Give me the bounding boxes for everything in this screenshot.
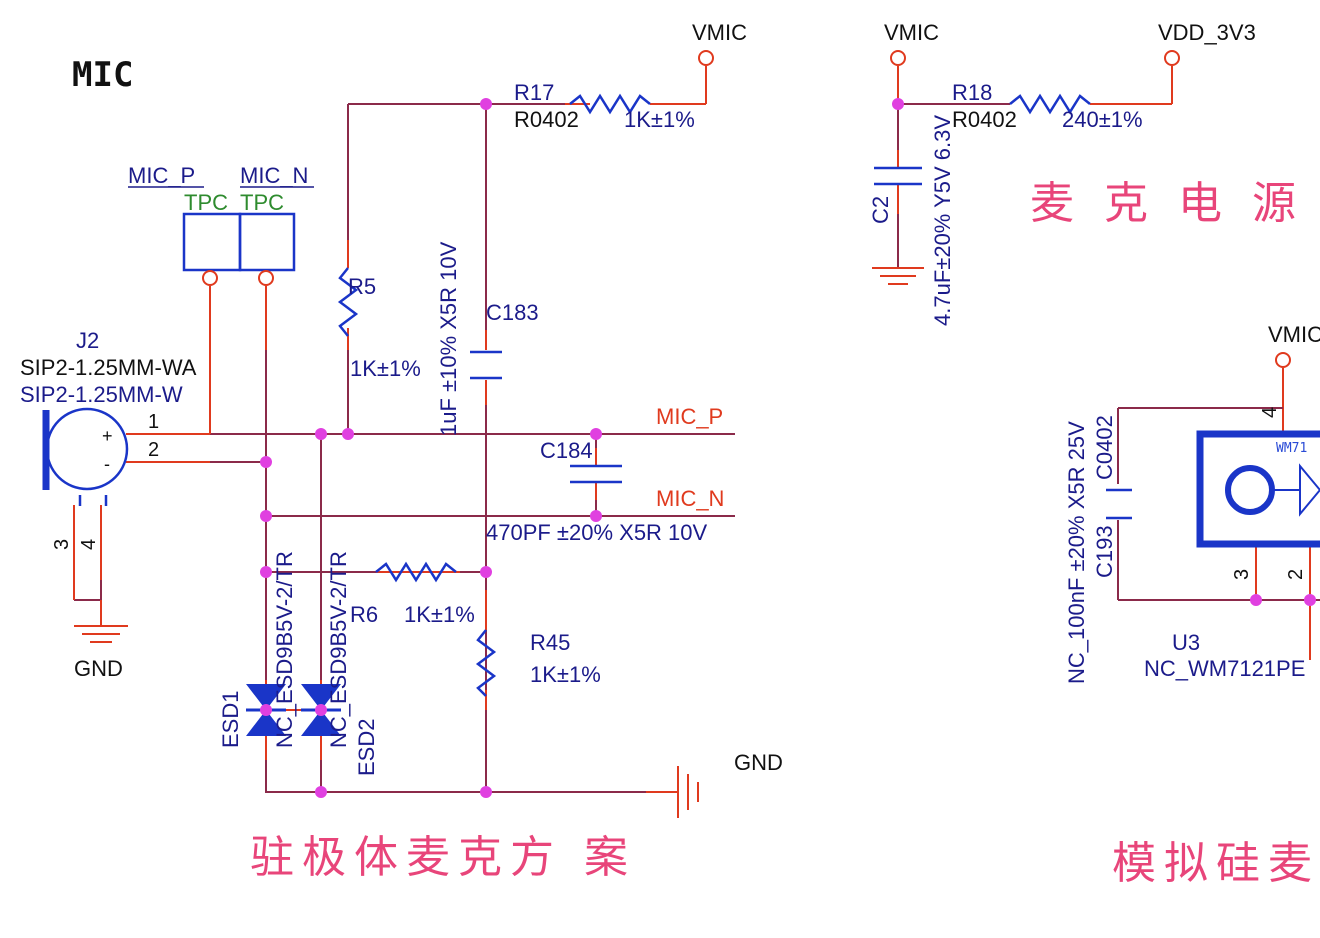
- net-label-mic-p: MIC_P: [656, 404, 723, 429]
- u3-chip-text: WM71: [1276, 441, 1307, 456]
- r18-resistor[interactable]: R18 R0402 240±1%: [952, 80, 1143, 132]
- j2-minus: -: [104, 454, 110, 474]
- caption-mic-power: 麦 克 电 源: [1030, 178, 1304, 229]
- j2-pin-1: 1: [148, 411, 159, 433]
- esd1-diode[interactable]: ESD1 NC_ESD9B5V-2/TR: [218, 551, 297, 748]
- j2-footprint-b: SIP2-1.25MM-W: [20, 382, 183, 407]
- r5-value: 1K±1%: [350, 356, 421, 381]
- gnd-symbol-c2: [872, 267, 924, 285]
- r5-resistor[interactable]: R5 1K±1%: [337, 267, 421, 381]
- r45-value: 1K±1%: [530, 662, 601, 687]
- pin-stubs-electret: [73, 66, 707, 793]
- esd1-part: NC_ESD9B5V-2/TR: [272, 551, 297, 748]
- esd2-part: NC_ESD9B5V-2/TR: [326, 551, 351, 748]
- test-point-mic-n[interactable]: MIC_N TPC: [238, 163, 314, 286]
- u3-pin-3: 3: [1231, 569, 1253, 580]
- test-point-type: TPC: [184, 190, 228, 215]
- c2-value: 4.7uF±20% Y5V 6.3V: [930, 115, 955, 326]
- caption-electret: 驻极体麦克方 案: [250, 832, 636, 883]
- caption-analog: 模拟硅麦: [1112, 838, 1320, 889]
- c183-value: 1uF ±10% X5R 10V: [436, 241, 461, 436]
- test-point-net-label: MIC_P: [128, 163, 195, 188]
- r6-resistor[interactable]: R6 1K±1%: [350, 561, 475, 627]
- u3-part: NC_WM7121PE: [1144, 656, 1305, 681]
- c183-capacitor[interactable]: C183 1uF ±10% X5R 10V: [436, 241, 539, 436]
- r45-ref: R45: [530, 630, 570, 655]
- mic-power-wires: [892, 66, 1173, 268]
- vdd-label: VDD_3V3: [1158, 20, 1256, 45]
- section-title: MIC: [72, 55, 133, 95]
- r18-value: 240±1%: [1062, 107, 1143, 132]
- analog-mic-wires: [1117, 368, 1320, 660]
- vmic-port-analog: VMIC: [1268, 322, 1320, 368]
- esd2-ref: ESD2: [354, 719, 379, 776]
- u3-pin-4: 4: [1259, 407, 1281, 418]
- r5-ref: R5: [348, 274, 376, 299]
- c184-ref: C184: [540, 438, 593, 463]
- j2-footprint-a: SIP2-1.25MM-WA: [20, 355, 197, 380]
- wires-electret: [74, 103, 735, 793]
- c193-package: C0402: [1092, 415, 1117, 480]
- vmic-label: VMIC: [1268, 322, 1320, 347]
- vmic-port-r17: VMIC: [692, 20, 747, 66]
- r17-value: 1K±1%: [624, 107, 695, 132]
- r17-ref: R17: [514, 80, 554, 105]
- j2-pin-3: 3: [51, 539, 73, 550]
- test-point-net-label: MIC_N: [240, 163, 308, 188]
- junction-dots-electret: [260, 98, 602, 798]
- net-label-mic-n: MIC_N: [656, 486, 724, 511]
- vmic-port-power: VMIC: [884, 20, 939, 66]
- gnd-symbol-main: GND: [677, 750, 783, 818]
- r17-resistor[interactable]: R17 R0402 1K±1%: [514, 80, 695, 132]
- c2-capacitor[interactable]: C2 4.7uF±20% Y5V 6.3V: [868, 115, 955, 326]
- j2-pin-2: 2: [148, 439, 159, 461]
- c184-value: 470PF ±20% X5R 10V: [486, 520, 708, 545]
- r6-ref: R6: [350, 602, 378, 627]
- test-point-type: TPC: [240, 190, 284, 215]
- u3-ref: U3: [1172, 630, 1200, 655]
- test-point-mic-p[interactable]: MIC_P TPC: [128, 163, 242, 286]
- vdd-port: VDD_3V3: [1158, 20, 1256, 66]
- r18-ref: R18: [952, 80, 992, 105]
- gnd-label: GND: [734, 750, 783, 775]
- j2-plus: +: [102, 426, 113, 446]
- esd1-ref: ESD1: [218, 691, 243, 748]
- vmic-label: VMIC: [884, 20, 939, 45]
- c193-value: NC_100nF ±20% X5R 25V: [1064, 421, 1089, 684]
- r45-resistor[interactable]: R45 1K±1%: [475, 629, 601, 697]
- c183-ref: C183: [486, 300, 539, 325]
- r6-value: 1K±1%: [404, 602, 475, 627]
- c2-ref: C2: [868, 196, 893, 224]
- gnd-symbol-j2: GND: [74, 625, 128, 681]
- c193-ref: C193: [1092, 525, 1117, 578]
- c193-capacitor[interactable]: C0402 C193 NC_100nF ±20% X5R 25V: [1064, 415, 1132, 684]
- c184-capacitor[interactable]: C184 470PF ±20% X5R 10V: [486, 438, 708, 545]
- gnd-label: GND: [74, 656, 123, 681]
- j2-connector[interactable]: + - J2 SIP2-1.25MM-WA SIP2-1.25MM-W 1 2 …: [20, 328, 197, 550]
- r17-package: R0402: [514, 107, 579, 132]
- vmic-label: VMIC: [692, 20, 747, 45]
- j2-pin-4: 4: [78, 539, 100, 550]
- u3-pin-2: 2: [1285, 569, 1307, 580]
- r18-package: R0402: [952, 107, 1017, 132]
- esd2-diode[interactable]: NC_ESD9B5V-2/TR ESD2: [301, 551, 379, 776]
- j2-ref: J2: [76, 328, 99, 353]
- u3-chip[interactable]: WM71 4 3 2 U3 NC_WM7121PE: [1144, 407, 1320, 681]
